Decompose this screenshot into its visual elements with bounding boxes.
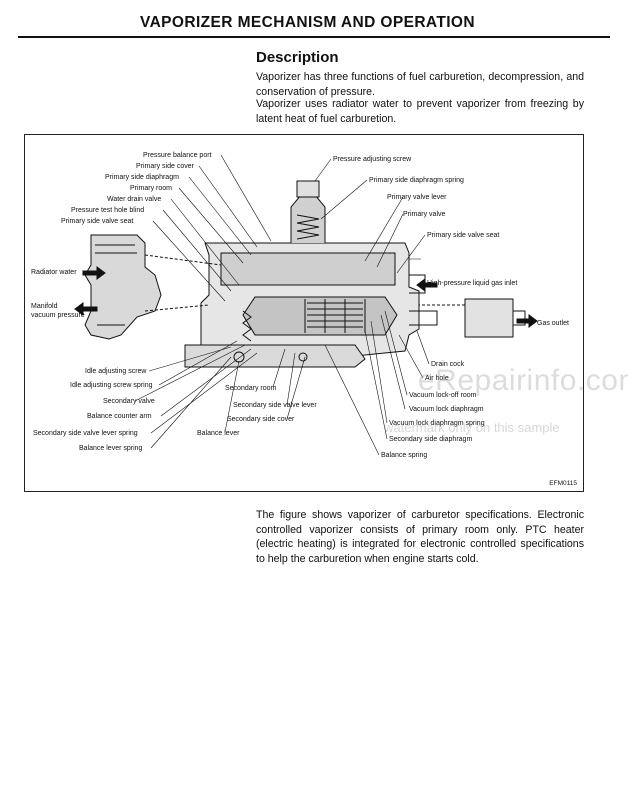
label-secondary-side-diaphragm: Secondary side diaphragm — [389, 436, 472, 443]
label-manifold: Manifold — [31, 303, 58, 310]
inlet-arrow — [416, 278, 438, 292]
label-primary-side-valve-seat-right: Primary side valve seat — [427, 232, 499, 239]
label-secondary-side-cover: Secondary side cover — [227, 416, 295, 423]
label-gas-outlet: Gas outlet — [537, 320, 569, 327]
label-secondary-side-valve-lever-spring: Secondary side valve lever spring — [33, 430, 138, 437]
label-primary-room: Primary room — [130, 185, 172, 192]
label-primary-side-diaphragm-spring: Primary side diaphragm spring — [369, 177, 464, 184]
label-pressure-test-hole-blind: Pressure test hole blind — [71, 207, 144, 214]
figure-labels: Pressure balance port Primary side cover… — [31, 152, 569, 459]
label-balance-counter-arm: Balance counter arm — [87, 413, 152, 420]
label-primary-valve: Primary valve — [403, 211, 446, 218]
figure-id: EFM0115 — [549, 480, 577, 487]
description-paragraph-2: Vaporizer uses radiator water to prevent… — [256, 98, 584, 125]
vaporizer-body-drawing — [74, 180, 538, 368]
label-radiator-water: Radiator water — [31, 269, 77, 276]
label-air-hole: Air hole — [425, 375, 449, 382]
watermark-site: eRepairinfo.com — [418, 364, 628, 397]
description-paragraph-1: Vaporizer has three functions of fuel ca… — [256, 71, 584, 98]
figure-caption-paragraph: The figure shows vaporizer of carburetor… — [256, 509, 584, 565]
label-pressure-balance-port: Pressure balance port — [143, 152, 212, 159]
label-secondary-side-valve-lever: Secondary side valve lever — [233, 402, 317, 409]
label-vacuum-pressure: vacuum pressure — [31, 312, 85, 319]
gas-outlet-arrow — [516, 314, 538, 328]
label-vacuum-lock-diaphragm: Vacuum lock diaphragm — [409, 406, 484, 413]
label-balance-spring: Balance spring — [381, 452, 427, 459]
description-heading: Description — [256, 49, 339, 66]
label-water-drain-valve: Water drain valve — [107, 196, 161, 203]
label-primary-valve-lever: Primary valve lever — [387, 194, 447, 201]
vaporizer-figure: Pressure balance port Primary side cover… — [24, 134, 584, 492]
label-idle-adjusting-screw: Idle adjusting screw — [85, 368, 147, 375]
label-primary-side-valve-seat-left: Primary side valve seat — [61, 218, 133, 225]
label-vacuum-lock-off-room: Vacuum lock-off room — [409, 392, 477, 399]
label-high-pressure-liquid-gas-inlet: High-pressure liquid gas inlet — [427, 280, 517, 287]
radiator-water-arrow — [82, 266, 106, 280]
manifold-arrow — [74, 302, 98, 316]
label-primary-side-diaphragm: Primary side diaphragm — [105, 174, 179, 181]
label-drain-cock: Drain cock — [431, 361, 465, 368]
water-housing — [84, 234, 162, 340]
label-vacuum-lock-diaphragm-spring: Vacuum lock diaphragm spring — [389, 420, 485, 427]
page-title: VAPORIZER MECHANISM AND OPERATION — [140, 14, 475, 31]
label-pressure-adjusting-screw: Pressure adjusting screw — [333, 156, 412, 163]
top-dome — [290, 194, 326, 243]
label-secondary-room: Secondary room — [225, 385, 277, 392]
label-balance-lever-spring: Balance lever spring — [79, 445, 143, 452]
title-rule — [18, 36, 610, 38]
label-primary-side-cover: Primary side cover — [136, 163, 195, 170]
watermark-notice: watermark only on this sample — [384, 420, 560, 435]
label-idle-adjusting-screw-spring: Idle adjusting screw spring — [70, 382, 153, 389]
vaporizer-diagram: Pressure balance port Primary side cover… — [31, 152, 569, 459]
label-secondary-valve: Secondary valve — [103, 398, 155, 405]
leader-lines — [134, 154, 430, 456]
label-balance-lever: Balance lever — [197, 430, 240, 437]
